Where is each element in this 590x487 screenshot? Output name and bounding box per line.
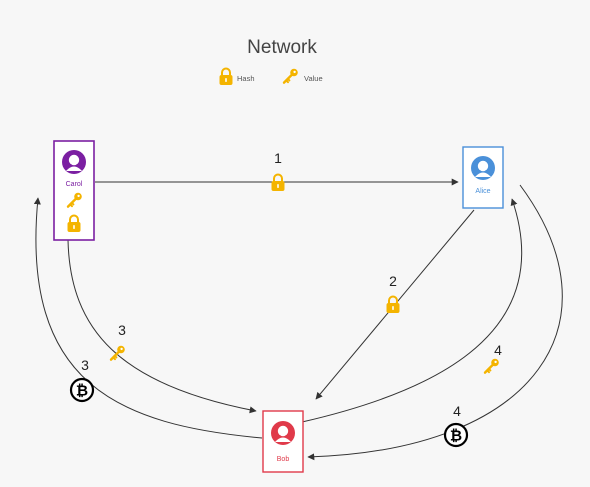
edges <box>33 178 563 461</box>
step-4-key-icon <box>483 357 500 374</box>
node-alice[interactable]: Alice <box>462 146 504 209</box>
carol-label: Carol <box>66 181 83 188</box>
edge-alice-to-bob-coin <box>307 184 563 461</box>
node-bob[interactable]: Bob <box>262 410 304 473</box>
bob-label: Bob <box>277 456 290 463</box>
diagram-title: Network <box>247 37 317 58</box>
step-3-key-label: 3 <box>118 322 126 338</box>
step-3-coin-label: 3 <box>81 357 89 373</box>
edge-bob-to-alice-key <box>301 198 523 423</box>
alice-avatar-icon <box>471 156 495 180</box>
legend-key-icon <box>282 67 299 84</box>
edge-carol-to-bob-key <box>67 239 257 414</box>
node-carol[interactable]: Carol <box>53 140 95 241</box>
legend-value-label: Value <box>304 74 323 83</box>
step-4-key-label: 4 <box>494 342 502 358</box>
bob-avatar-icon <box>271 421 295 445</box>
legend-hash-label: Hash <box>237 74 255 83</box>
step-4-coin-label: 4 <box>453 403 461 419</box>
step-1-label: 1 <box>274 150 282 166</box>
step-3-key-icon <box>109 344 127 361</box>
step-1-lock-icon <box>270 173 286 192</box>
step-2-label: 2 <box>389 273 397 289</box>
step-3-bitcoin-icon <box>69 377 95 403</box>
alice-label: Alice <box>475 188 490 195</box>
step-4-bitcoin-icon <box>443 422 469 448</box>
legend-lock-icon <box>218 67 234 86</box>
legend: Hash Value <box>218 67 323 86</box>
step-2-lock-icon <box>385 295 401 314</box>
carol-avatar-icon <box>62 150 86 174</box>
